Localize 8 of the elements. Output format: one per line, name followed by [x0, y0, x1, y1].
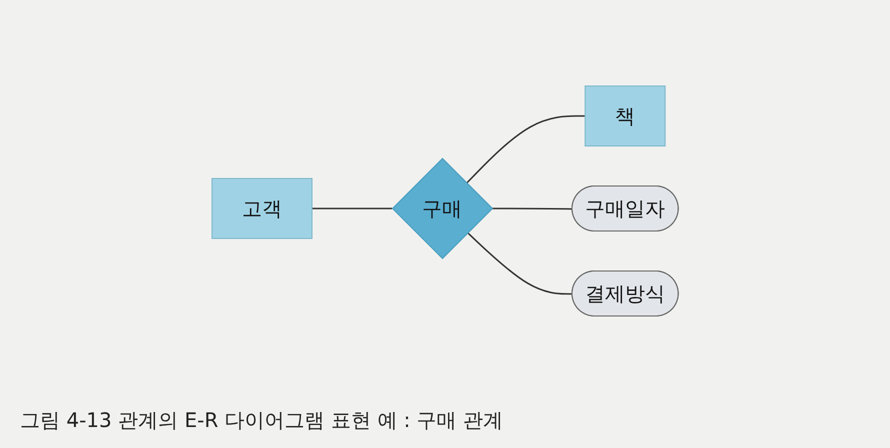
node-diamond: 구매 [392, 157, 494, 259]
node-box: 고객 [211, 178, 312, 238]
connector [492, 207, 572, 210]
figure-caption: 그림 4-13 관계의 E-R 다이어그램 표현 예 : 구매 관계 [20, 407, 504, 434]
connector [312, 207, 392, 209]
connector [466, 114, 585, 184]
node-box: 책 [584, 85, 666, 146]
connector [467, 232, 572, 294]
